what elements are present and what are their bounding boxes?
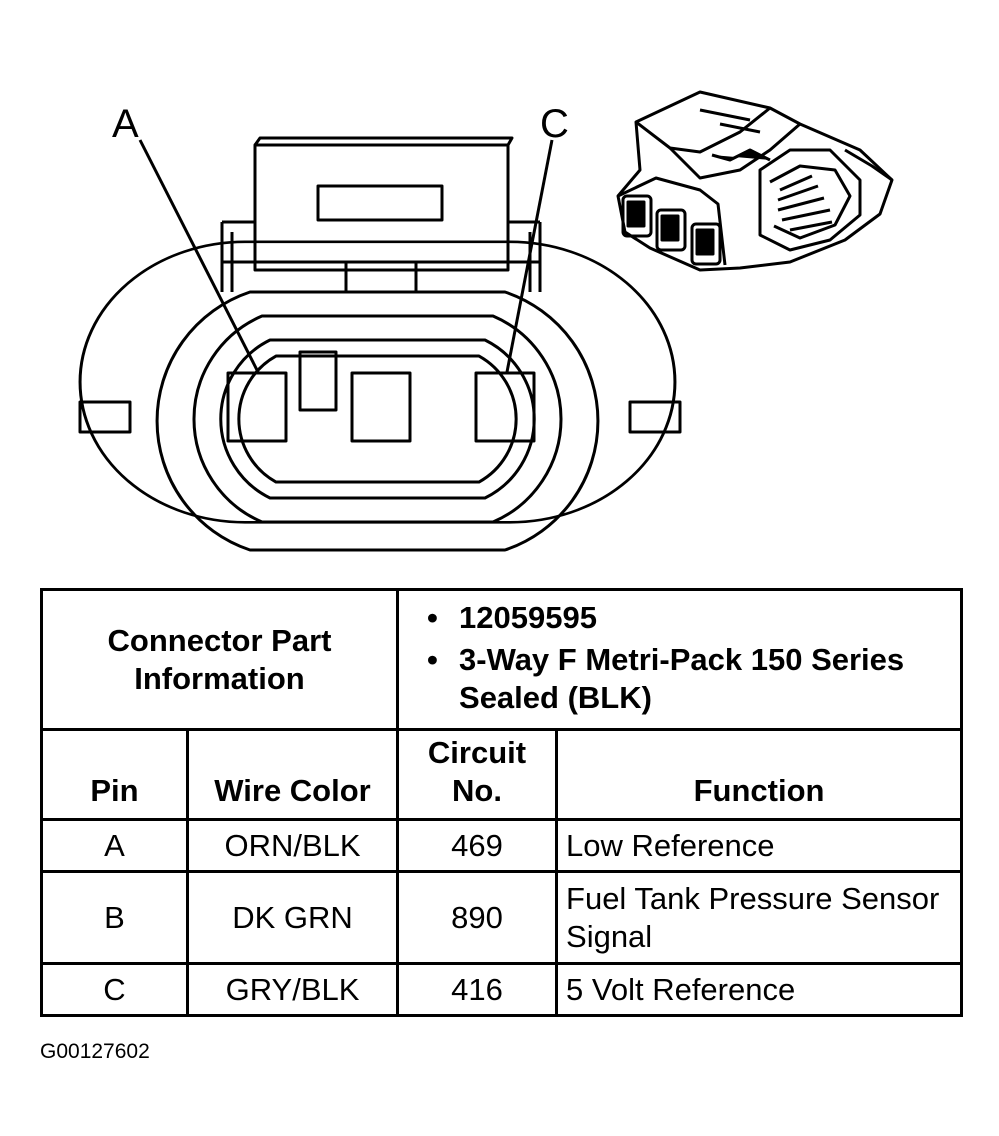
pin-c-callout: C — [540, 102, 569, 146]
pin-c-cavity — [474, 371, 536, 443]
wire-color-cell: ORN/BLK — [185, 818, 400, 873]
circuit-no-cell: 469 — [396, 818, 559, 873]
lock-tower — [253, 143, 510, 272]
wire-color-cell: GRY/BLK — [185, 962, 400, 1017]
pin-a-callout: A — [112, 102, 139, 146]
connector-part-info-label: Connector Part Information — [39, 588, 400, 731]
header-function: Function — [555, 728, 964, 821]
connector-inner-shell-3 — [237, 354, 518, 484]
connector-inner-shell-2 — [219, 338, 536, 500]
pin-cell: B — [40, 870, 189, 965]
pin-cell: C — [40, 962, 189, 1017]
header-circuit-no: Circuit No. — [396, 728, 559, 821]
connector-inner-shell — [192, 314, 563, 524]
pin-a-cavity — [226, 371, 288, 443]
pinout-table: Connector Part Information 12059595 3-Wa… — [39, 588, 964, 1017]
header-pin: Pin — [40, 728, 189, 821]
connector-description: 3-Way F Metri-Pack 150 Series Sealed (BL… — [427, 641, 952, 717]
connector-diagram — [78, 90, 894, 552]
connector-part-info-items: 12059595 3-Way F Metri-Pack 150 Series S… — [396, 588, 964, 731]
circuit-no-cell: 890 — [396, 870, 559, 965]
pin-cell: A — [40, 818, 189, 873]
connector-outer-shell — [78, 240, 677, 524]
connector-perspective-icon — [616, 90, 894, 272]
table-row: C GRY/BLK 416 5 Volt Reference — [40, 962, 964, 1017]
figure-id: G00127602 — [40, 1040, 150, 1063]
pin-b-cavity — [350, 371, 412, 443]
part-number: 12059595 — [427, 599, 952, 637]
lock-window — [316, 184, 444, 222]
circuit-no-cell: 416 — [396, 962, 559, 1017]
function-cell: 5 Volt Reference — [555, 962, 964, 1017]
polarizing-key — [298, 350, 338, 412]
function-cell: Low Reference — [555, 818, 964, 873]
table-row: B DK GRN 890 Fuel Tank Pressure Sensor S… — [40, 870, 964, 965]
table-row: A ORN/BLK 469 Low Reference — [40, 818, 964, 873]
right-tab — [628, 400, 682, 434]
left-tab — [78, 400, 132, 434]
connector-outer-shell-2 — [155, 290, 600, 552]
header-wire-color: Wire Color — [185, 728, 400, 821]
function-cell: Fuel Tank Pressure Sensor Signal — [555, 870, 964, 965]
wire-color-cell: DK GRN — [185, 870, 400, 965]
